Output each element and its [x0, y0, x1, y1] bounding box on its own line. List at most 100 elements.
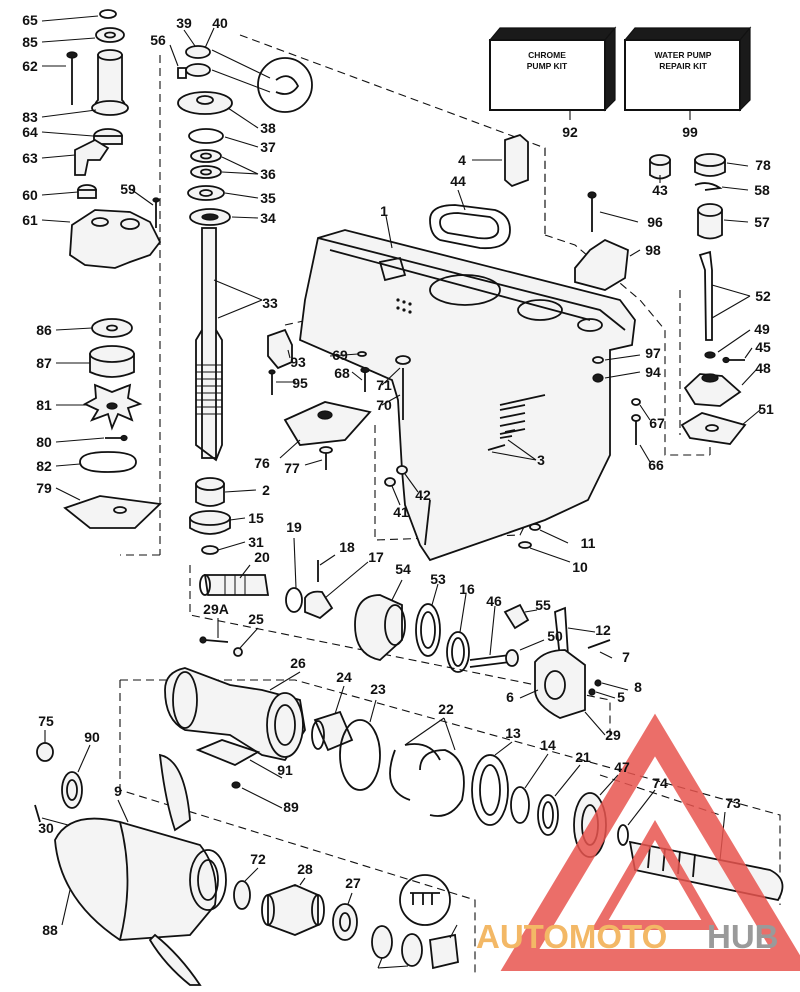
- leader-lines: [41, 15, 761, 969]
- callout-33: 33: [262, 295, 278, 311]
- callout-81: 81: [36, 397, 52, 413]
- water-pump-kit-label-1: WATER PUMP: [655, 50, 712, 60]
- callout-4: 4: [458, 152, 466, 168]
- kit-callout-99: 99: [682, 124, 698, 140]
- callout-66: 66: [648, 457, 664, 473]
- callout-34: 34: [260, 210, 276, 226]
- callout-72: 72: [250, 851, 266, 867]
- callout-39: 39: [176, 15, 192, 31]
- callout-91: 91: [277, 762, 293, 778]
- callout-56: 56: [150, 32, 166, 48]
- callout-98: 98: [645, 242, 661, 258]
- propeller-parts: [34, 742, 459, 986]
- callout-23: 23: [370, 681, 386, 697]
- callout-54: 54: [395, 561, 411, 577]
- callout-82: 82: [36, 458, 52, 474]
- driveshaft-parts: [177, 45, 334, 620]
- chrome-pump-kit-label-1: CHROME: [528, 50, 566, 60]
- callout-89: 89: [283, 799, 299, 815]
- callout-16: 16: [459, 581, 475, 597]
- callout-10: 10: [572, 559, 588, 575]
- kit-callout-92: 92: [562, 124, 578, 140]
- callout-7: 7: [622, 649, 630, 665]
- callout-79: 79: [36, 480, 52, 496]
- callout-46: 46: [486, 593, 502, 609]
- callout-44: 44: [450, 173, 466, 189]
- callout-74: 74: [652, 775, 668, 791]
- callout-15: 15: [248, 510, 264, 526]
- watermark: AUTOMOTO HUB: [476, 713, 800, 971]
- callout-63: 63: [22, 150, 38, 166]
- water-pump-repair-kit-box: WATER PUMP REPAIR KIT: [623, 26, 752, 120]
- callout-2: 2: [262, 482, 270, 498]
- callout-3: 3: [537, 452, 545, 468]
- callout-6: 6: [506, 689, 514, 705]
- gearcase-housing: [299, 229, 636, 562]
- callout-90: 90: [84, 729, 100, 745]
- callout-75: 75: [38, 713, 54, 729]
- water-pump-parts: [63, 9, 162, 529]
- callout-94: 94: [645, 364, 661, 380]
- callout-97: 97: [645, 345, 661, 361]
- callout-64: 64: [22, 124, 38, 140]
- callout-28: 28: [297, 861, 313, 877]
- callout-83: 83: [22, 109, 38, 125]
- callout-95: 95: [292, 375, 308, 391]
- callout-78: 78: [755, 157, 771, 173]
- callout-55: 55: [535, 597, 551, 613]
- callout-58: 58: [754, 182, 770, 198]
- callout-13: 13: [505, 725, 521, 741]
- callout-40: 40: [212, 15, 228, 31]
- callout-67: 67: [649, 415, 665, 431]
- callout-73: 73: [725, 795, 741, 811]
- callout-53: 53: [430, 571, 446, 587]
- callout-45: 45: [755, 339, 771, 355]
- chrome-pump-kit-label-2: PUMP KIT: [527, 61, 568, 71]
- callout-85: 85: [22, 34, 38, 50]
- callout-41: 41: [393, 504, 409, 520]
- callout-30: 30: [38, 820, 54, 836]
- housing-small-parts: [267, 133, 541, 549]
- callout-62: 62: [22, 58, 38, 74]
- callout-29: 29: [605, 727, 621, 743]
- callout-14: 14: [540, 737, 556, 753]
- callout-35: 35: [260, 190, 276, 206]
- callout-11: 11: [581, 535, 596, 551]
- callout-8: 8: [634, 679, 642, 695]
- callout-76: 76: [254, 455, 270, 471]
- callout-5: 5: [617, 689, 625, 705]
- callout-18: 18: [339, 539, 355, 555]
- callout-20: 20: [254, 549, 270, 565]
- callout-26: 26: [290, 655, 306, 671]
- callout-70: 70: [376, 397, 392, 413]
- callout-77: 77: [284, 460, 300, 476]
- callout-86: 86: [36, 322, 52, 338]
- callout-9: 9: [114, 783, 122, 799]
- callout-51: 51: [758, 401, 774, 417]
- callout-49: 49: [754, 321, 770, 337]
- callout-88: 88: [42, 922, 58, 938]
- callout-87: 87: [36, 355, 52, 371]
- callout-68: 68: [334, 365, 350, 381]
- callout-42: 42: [415, 487, 431, 503]
- callout-96: 96: [647, 214, 663, 230]
- callout-29A: 29A: [203, 601, 229, 617]
- callout-43: 43: [652, 182, 668, 198]
- callout-37: 37: [260, 139, 276, 155]
- callout-48: 48: [755, 360, 771, 376]
- callout-47: 47: [614, 759, 630, 775]
- callout-25: 25: [248, 611, 264, 627]
- callout-31: 31: [248, 534, 264, 550]
- callout-65: 65: [22, 12, 38, 28]
- callout-93: 93: [290, 354, 306, 370]
- watermark-text-hub: HUB: [707, 918, 779, 955]
- callout-57: 57: [754, 214, 770, 230]
- watermark-text-automoto: AUTOMOTO: [476, 918, 667, 955]
- callout-24: 24: [336, 669, 352, 685]
- callout-12: 12: [595, 622, 611, 638]
- callout-61: 61: [22, 212, 38, 228]
- callout-21: 21: [575, 749, 591, 765]
- callout-1: 1: [380, 203, 388, 219]
